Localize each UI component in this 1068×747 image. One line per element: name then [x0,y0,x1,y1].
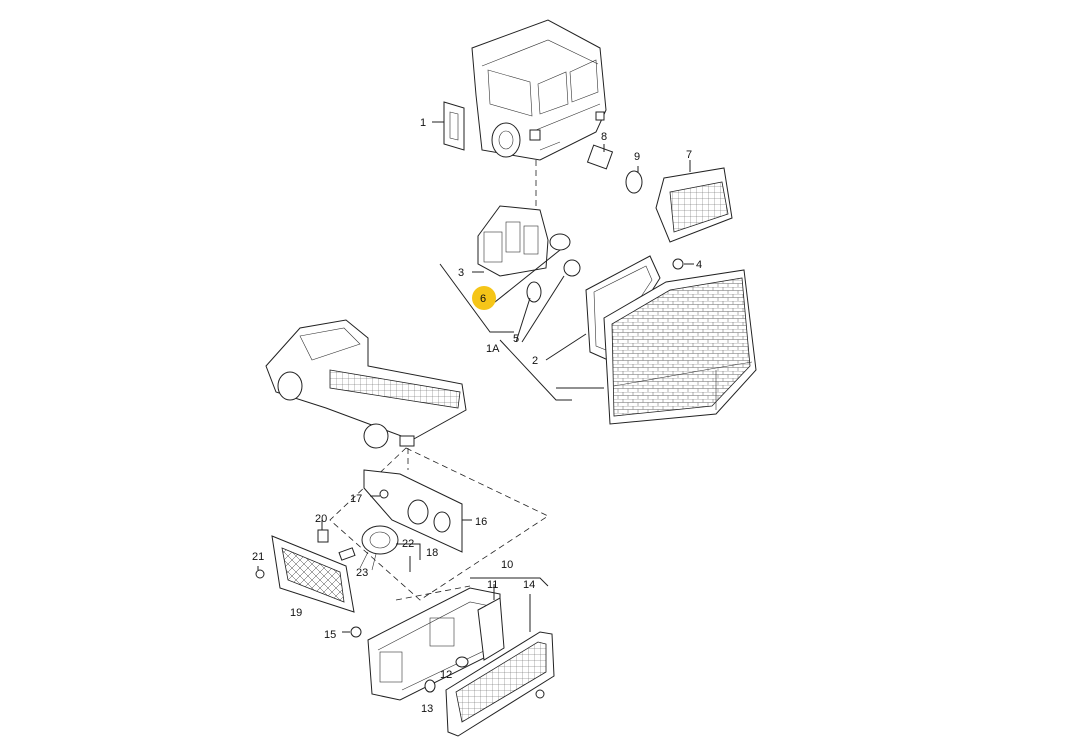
callout-7: 7 [686,149,692,161]
part-23-bulb [338,547,356,561]
part-19-plate-light [271,535,355,613]
callout-10: 10 [501,559,513,571]
part-16-plate [363,469,472,553]
callout-16: 16 [475,516,487,528]
part-7-lamp [655,160,733,243]
callout-6: 6 [480,293,486,305]
callout-23: 23 [356,567,368,579]
callout-13: 13 [421,703,433,715]
part-8-socket [586,144,614,170]
callout-2: 2 [532,355,538,367]
part-11-gasket [477,597,505,661]
callout-17: 17 [350,493,362,505]
pickup-truck-illustration [265,319,467,449]
callout-22: 22 [402,538,414,550]
highlight-marker[interactable] [472,286,496,310]
part-17-clip [370,489,389,499]
callout-21: 21 [252,551,264,563]
callout-20: 20 [315,513,327,525]
callout-15: 15 [324,629,336,641]
callout-11: 11 [487,579,498,591]
part-15-nut [342,626,362,638]
callout-3: 3 [458,267,464,279]
part-20-nut [317,529,329,543]
callout-19: 19 [290,607,302,619]
van-illustration [471,19,607,161]
callout-1: 1 [420,117,426,129]
callout-5: 5 [513,333,519,345]
part-4-screw [672,258,694,270]
part-1-bracket [432,101,465,151]
part-9-bulb [625,166,643,194]
large-tail-lamp [603,269,757,425]
callout-12: 12 [440,669,452,681]
callout-1A: 1A [486,343,500,355]
part-22-socket [359,525,399,571]
callout-9: 9 [634,151,640,163]
callout-14: 14 [523,579,535,591]
part-14-lens [445,631,555,737]
screw-icon [535,689,545,699]
part-21-screw [255,566,265,579]
callout-8: 8 [601,131,607,143]
callout-18: 18 [426,547,438,559]
callout-4: 4 [696,259,702,271]
